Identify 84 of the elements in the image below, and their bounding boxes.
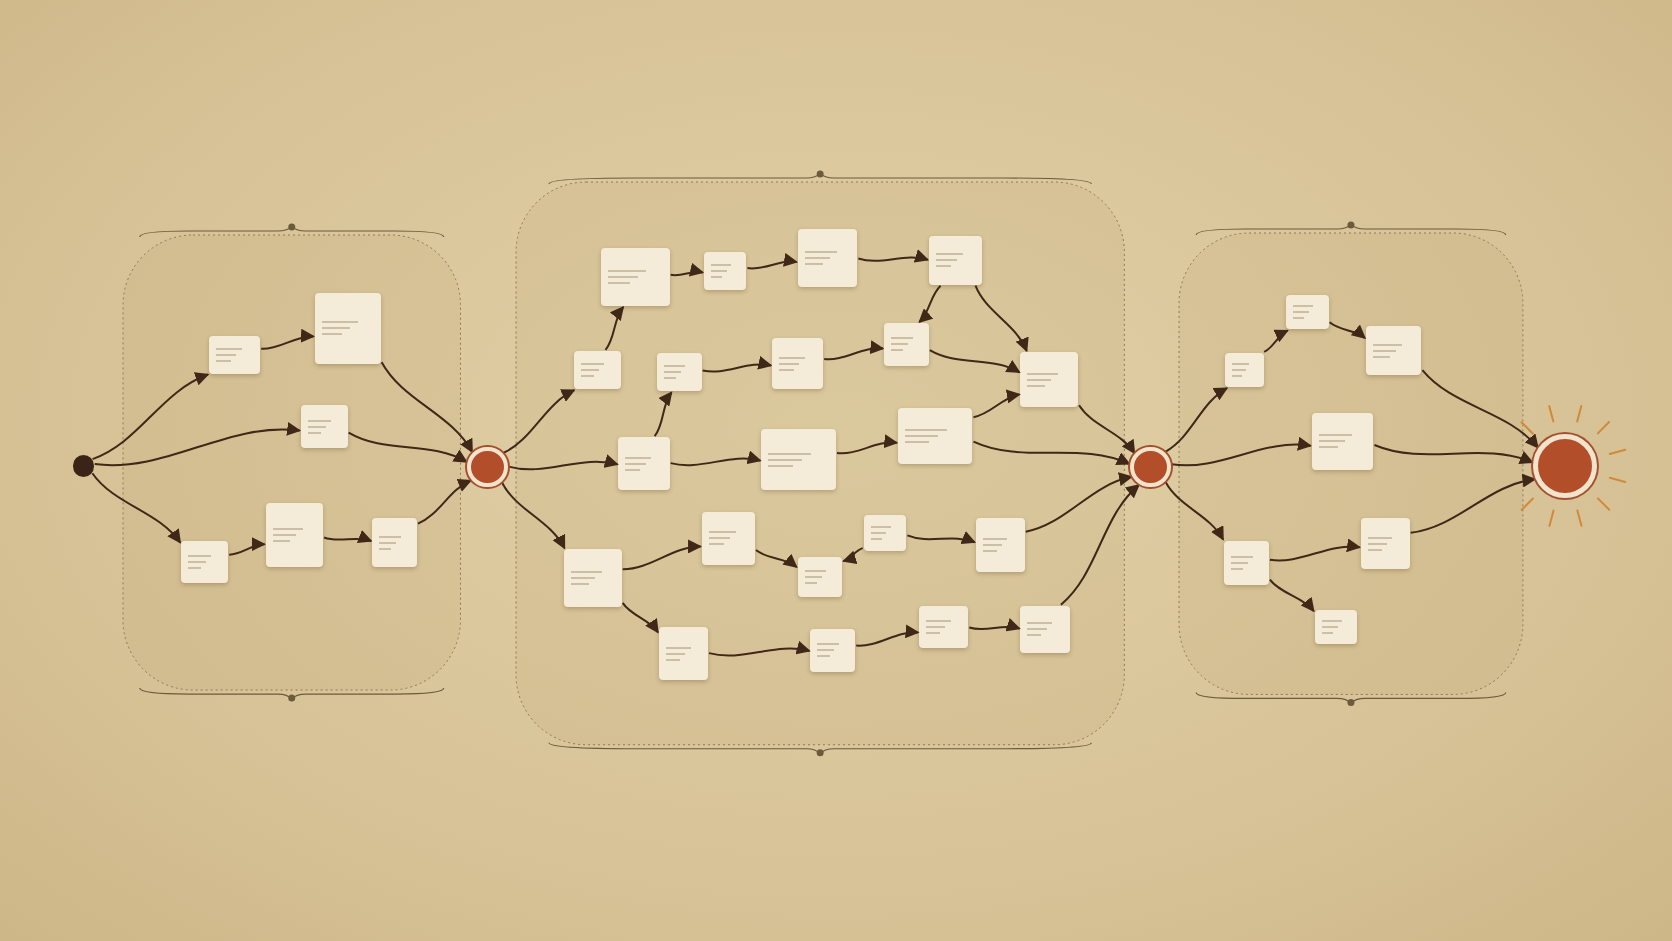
junction-circle [1130, 446, 1171, 488]
arrow [416, 479, 473, 525]
note-card [1224, 540, 1269, 586]
arrow [1268, 539, 1362, 562]
arrow [974, 284, 1028, 353]
arrow [1170, 437, 1312, 467]
note-card [181, 540, 229, 584]
arrow [708, 641, 811, 657]
note-card [928, 235, 983, 285]
note-card [975, 518, 1025, 572]
note-card [761, 428, 836, 491]
arrow [972, 390, 1021, 419]
note-card [658, 627, 708, 681]
arrow [1268, 578, 1315, 613]
arrow [507, 455, 619, 471]
note-card [372, 518, 417, 568]
arrow [906, 531, 976, 545]
start-dot [72, 455, 94, 477]
note-card [618, 437, 670, 491]
note-card [772, 338, 824, 390]
note-card [701, 511, 755, 566]
note-card [573, 350, 621, 390]
arrow [621, 601, 659, 634]
arrow [754, 549, 798, 569]
end-circle [1533, 434, 1598, 498]
arrow [836, 435, 899, 455]
arrow [746, 253, 798, 270]
arrow [502, 389, 576, 454]
arrow [968, 618, 1021, 633]
note-card [209, 335, 261, 375]
arrow [1164, 387, 1229, 453]
junction-circle [467, 446, 508, 488]
note-card [1225, 352, 1264, 388]
arrow [93, 422, 302, 467]
arrow [842, 547, 864, 564]
arrow [928, 349, 1021, 374]
arrow [604, 305, 625, 351]
arrow [857, 249, 930, 264]
arrow [669, 263, 705, 278]
arrow [1421, 369, 1539, 449]
arrow [669, 451, 762, 467]
arrow [701, 356, 773, 373]
note-card [919, 605, 969, 649]
arrow [1078, 404, 1136, 455]
arrow [228, 538, 266, 556]
note-card [1311, 412, 1374, 471]
arrow [653, 391, 673, 438]
arrow [91, 373, 210, 461]
arrow [1373, 443, 1534, 465]
arrow [1164, 481, 1225, 541]
arrow [918, 284, 942, 324]
note-card [1020, 351, 1079, 408]
arrow [1409, 474, 1537, 534]
note-card [1360, 518, 1410, 570]
arrow [855, 625, 920, 647]
note-card [897, 408, 973, 464]
note-card [883, 323, 929, 366]
arrow [972, 440, 1131, 467]
arrow [1328, 321, 1367, 340]
arrow [500, 481, 566, 550]
note-card [1365, 326, 1422, 376]
note-card [1285, 295, 1329, 330]
note-card [703, 251, 747, 290]
note-card [797, 556, 843, 598]
arrow [347, 431, 468, 463]
note-card [1314, 609, 1358, 645]
note-card [656, 352, 702, 392]
note-card [601, 248, 670, 306]
arrow [823, 340, 885, 361]
note-card [265, 503, 324, 568]
arrow [380, 361, 474, 454]
arrow [323, 530, 373, 544]
note-card [1020, 605, 1070, 653]
arrow [1059, 483, 1140, 606]
arrow [260, 329, 315, 350]
arrow [1263, 329, 1289, 353]
note-card [810, 629, 856, 672]
note-card [314, 293, 381, 364]
note-card [797, 229, 858, 287]
arrow [621, 540, 703, 571]
note-card [863, 515, 907, 552]
note-card [564, 549, 622, 607]
note-card [300, 405, 348, 448]
arrow [91, 472, 182, 544]
